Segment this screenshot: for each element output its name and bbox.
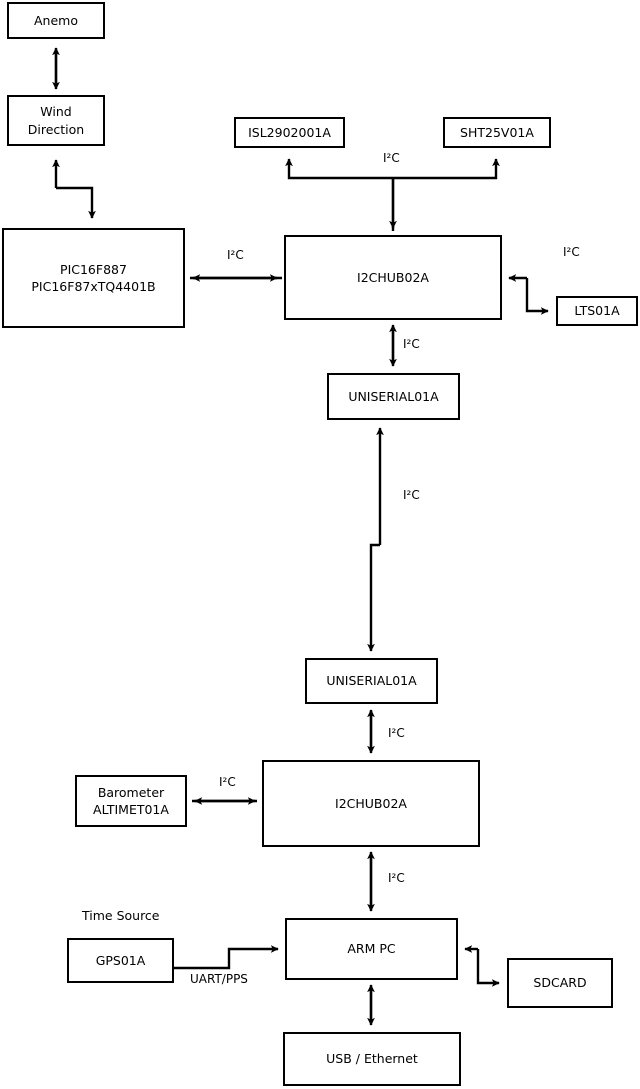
wire-bus-to-isl bbox=[285, 158, 393, 180]
edge-label-i2c-uniserial-link: I²C bbox=[403, 488, 420, 502]
node-usb-ethernet-label: USB / Ethernet bbox=[326, 1051, 418, 1067]
wire-uniser-link-down bbox=[367, 543, 380, 652]
node-barometer-altimet01a-label: Barometer ALTIMET01A bbox=[93, 784, 169, 817]
wire-bus-to-sht bbox=[393, 158, 500, 180]
wire-arm-to-sdcard bbox=[476, 949, 500, 987]
edge-label-i2c-hub-lts: I²C bbox=[563, 245, 580, 259]
node-usb-ethernet[interactable]: USB / Ethernet bbox=[283, 1032, 461, 1086]
wire-hub-to-lts bbox=[525, 278, 549, 315]
node-sht25v01a-label: SHT25V01A bbox=[460, 124, 534, 140]
node-uniserial01a-bottom-label: UNISERIAL01A bbox=[326, 673, 417, 689]
node-wind-direction-label: Wind Direction bbox=[27, 104, 85, 137]
node-i2chub02a-bottom-label: I2CHUB02A bbox=[335, 795, 407, 811]
edge-label-i2c-pic-hub: I²C bbox=[227, 248, 244, 262]
node-barometer-altimet01a[interactable]: Barometer ALTIMET01A bbox=[75, 775, 187, 827]
node-arm-pc-label: ARM PC bbox=[347, 941, 396, 957]
node-sdcard-label: SDCARD bbox=[533, 975, 587, 991]
node-pic-microcontroller-label: PIC16F887 PIC16F87xTQ4401B bbox=[31, 261, 156, 294]
node-uniserial01a-top[interactable]: UNISERIAL01A bbox=[327, 373, 460, 420]
edge-label-i2c-hub2-armpc: I²C bbox=[388, 871, 405, 885]
node-i2chub02a-bottom[interactable]: I2CHUB02A bbox=[262, 760, 480, 847]
node-sdcard[interactable]: SDCARD bbox=[507, 958, 613, 1008]
node-i2chub02a-top-label: I2CHUB02A bbox=[357, 269, 429, 285]
node-arm-pc[interactable]: ARM PC bbox=[285, 918, 458, 980]
node-uniserial01a-bottom[interactable]: UNISERIAL01A bbox=[305, 658, 438, 704]
edge-label-i2c-sensor-bus: I²C bbox=[383, 151, 400, 165]
edge-label-i2c-hub-uniserial: I²C bbox=[403, 337, 420, 351]
node-gps01a-label: GPS01A bbox=[95, 952, 146, 968]
node-pic-microcontroller[interactable]: PIC16F887 PIC16F87xTQ4401B bbox=[2, 228, 185, 328]
node-anemo[interactable]: Anemo bbox=[7, 2, 105, 39]
node-isl2902001a[interactable]: ISL2902001A bbox=[234, 117, 345, 148]
node-sht25v01a[interactable]: SHT25V01A bbox=[443, 117, 551, 148]
label-time-source: Time Source bbox=[82, 908, 160, 923]
node-isl2902001a-label: ISL2902001A bbox=[248, 124, 331, 140]
node-wind-direction[interactable]: Wind Direction bbox=[7, 95, 105, 146]
wire-gps-armpc bbox=[174, 945, 279, 970]
node-anemo-label: Anemo bbox=[34, 12, 78, 28]
edge-label-i2c-uniserial-hub2: I²C bbox=[388, 726, 405, 740]
node-uniserial01a-top-label: UNISERIAL01A bbox=[348, 388, 439, 404]
edge-label-i2c-barometer-hub2: I²C bbox=[219, 775, 236, 789]
edge-label-uart-pps: UART/PPS bbox=[190, 972, 248, 986]
node-i2chub02a-top[interactable]: I2CHUB02A bbox=[284, 235, 502, 320]
node-gps01a[interactable]: GPS01A bbox=[67, 938, 174, 983]
node-lts01a-label: LTS01A bbox=[574, 303, 620, 319]
wire-pic-winddir-jog bbox=[56, 186, 96, 219]
node-lts01a[interactable]: LTS01A bbox=[556, 296, 638, 326]
